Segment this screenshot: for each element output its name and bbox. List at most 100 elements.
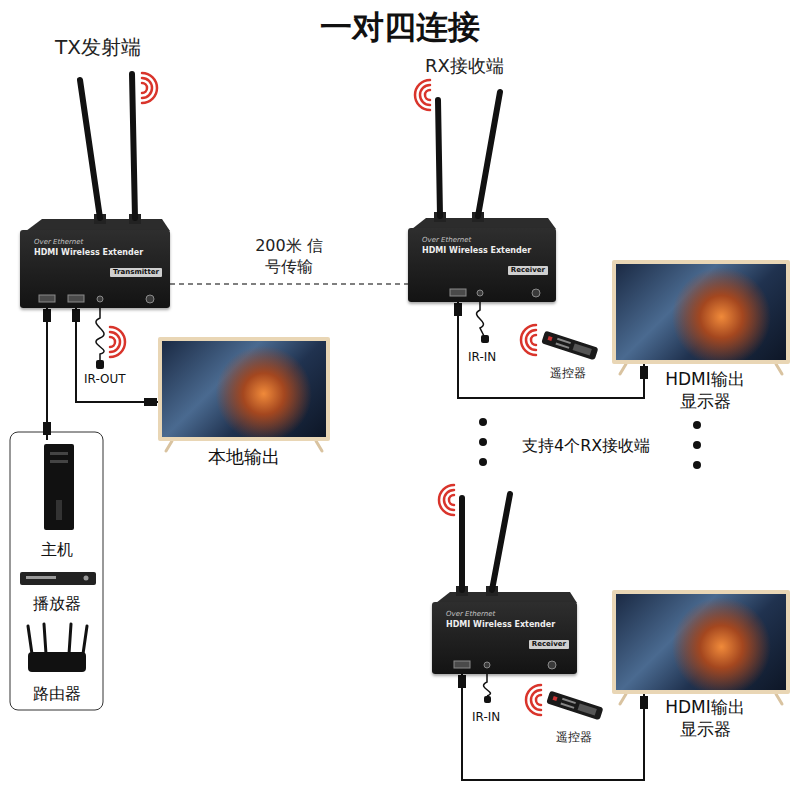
hdmi-port [454, 661, 470, 668]
tv-stand [620, 694, 626, 704]
pc-tower-detail [50, 460, 68, 463]
player-icon [20, 572, 96, 585]
ellipsis-dot [693, 441, 701, 449]
tv-stand [166, 441, 172, 451]
ir-wave [110, 332, 120, 352]
display-caption: 本地输出 [162, 445, 326, 468]
device-subtitle: Over Ethernet [34, 238, 83, 247]
source-group-outline [10, 432, 103, 710]
extender-box: Over EthernetHDMI Wireless ExtenderRecei… [432, 602, 577, 674]
hdmi-port [68, 295, 84, 302]
note-label: 支持4个RX接收端 [522, 436, 650, 455]
dc-jack [532, 289, 540, 297]
extender-box: TX发射端Over EthernetHDMI Wireless Extender… [20, 230, 170, 308]
signal-label: IR-IN [468, 350, 496, 364]
ir-wave [531, 690, 541, 710]
hdmi-cable [76, 308, 158, 402]
remote-button [578, 703, 597, 715]
ir-jack [97, 296, 103, 302]
device-heading: TX发射端 [55, 35, 141, 60]
antenna [492, 494, 510, 590]
device-tag: Receiver [529, 640, 569, 649]
source-label: 路由器 [16, 684, 98, 704]
ir-wave [521, 325, 536, 355]
remote-button [560, 703, 574, 709]
port-strip [408, 284, 556, 302]
ir-jack [484, 662, 490, 668]
ellipsis-dot [479, 418, 487, 426]
remote-body [546, 691, 603, 721]
edge-label: 200米 信号传输 [253, 236, 325, 278]
device-heading: RX接收端 [425, 55, 504, 78]
radio-wave [449, 495, 454, 505]
router-antenna [83, 626, 87, 654]
signal-label: IR-IN [472, 710, 500, 724]
display-screen: HDMI输出 显示器 [612, 590, 790, 694]
port-strip [20, 290, 170, 308]
ir-wave [536, 695, 541, 705]
player-detail [84, 576, 89, 581]
pc-tower-detail [50, 452, 68, 455]
ir-wave [110, 337, 115, 347]
ir-wave [531, 335, 536, 345]
ir-wave [110, 327, 125, 357]
remote-button [555, 343, 569, 349]
radio-wave [439, 485, 454, 515]
ir-sensor [96, 360, 104, 369]
source-device: 播放器 [14, 566, 100, 616]
ir-cable [484, 674, 491, 696]
display-screen: HDMI输出 显示器 [612, 260, 790, 364]
pc-tower-detail [56, 500, 62, 520]
remote-control [546, 691, 603, 721]
remote-button [573, 343, 592, 355]
remote-control [541, 331, 598, 361]
device-tag: Receiver [508, 266, 548, 275]
hdmi-port [39, 295, 55, 302]
ir-wave [526, 685, 541, 715]
wireless-link [170, 283, 408, 285]
antenna [438, 100, 440, 216]
radio-wave [420, 85, 430, 105]
antenna [132, 74, 135, 218]
hdmi-cable [46, 308, 48, 440]
device-tag: Transmitter [110, 268, 162, 277]
router-icon [28, 652, 86, 672]
player-detail [26, 576, 56, 579]
ir-sensor [484, 696, 491, 703]
signal-label: 遥控器 [550, 366, 586, 380]
radio-wave [142, 78, 152, 98]
extender-box: RX接收端Over EthernetHDMI Wireless Extender… [408, 228, 556, 302]
display-caption: HDMI输出 显示器 [660, 368, 750, 412]
source-label: 播放器 [14, 594, 100, 614]
device-name: HDMI Wireless Extender [422, 246, 531, 256]
remote-button [553, 696, 558, 701]
source-label: 主机 [22, 540, 92, 560]
hdmi-port [450, 289, 466, 296]
source-device: 路由器 [16, 620, 98, 706]
ellipsis-dot [693, 421, 701, 429]
ir-sensor [481, 335, 489, 343]
remote-body [541, 331, 598, 361]
display-caption: HDMI输出 显示器 [660, 696, 750, 740]
antenna [478, 92, 500, 216]
ellipsis-dot [479, 458, 487, 466]
router-antenna [44, 624, 46, 654]
ellipsis-dot [479, 438, 487, 446]
radio-wave [425, 90, 430, 100]
tv-stand [316, 441, 322, 451]
source-device: 主机 [22, 440, 92, 562]
dc-jack [548, 661, 556, 669]
dc-jack [146, 295, 154, 303]
remote-button [548, 336, 553, 341]
ir-wave [526, 330, 536, 350]
device-name: HDMI Wireless Extender [34, 248, 143, 258]
signal-label: IR-OUT [84, 372, 126, 386]
antenna [459, 498, 465, 590]
ellipsis-dot [693, 461, 701, 469]
ir-cable [96, 308, 104, 360]
tv-stand [776, 364, 782, 374]
radio-wave [444, 490, 454, 510]
signal-label: 遥控器 [556, 730, 592, 744]
ir-jack [477, 290, 483, 296]
